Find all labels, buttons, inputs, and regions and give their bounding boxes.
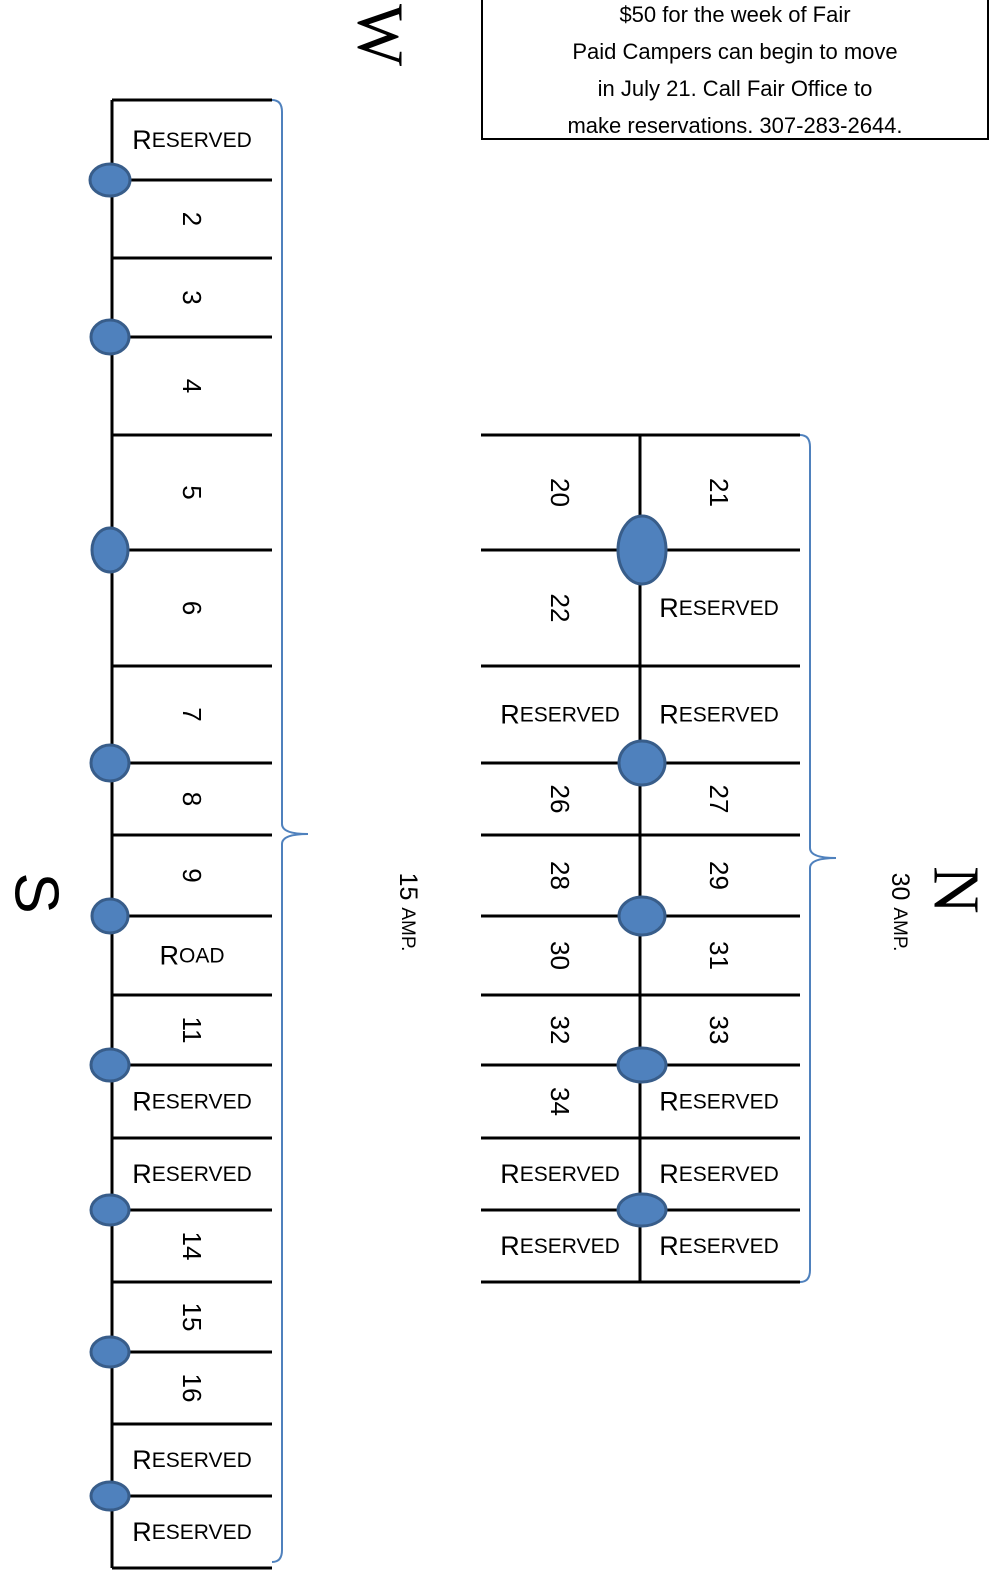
amp-15-label: 15 AMP. bbox=[394, 873, 422, 952]
site-label: 20 bbox=[545, 478, 575, 507]
reserved-label: RESERVED bbox=[132, 1087, 252, 1117]
power-pedestal bbox=[88, 162, 132, 198]
power-pedestal bbox=[89, 1335, 131, 1369]
site-label: 21 bbox=[704, 478, 734, 507]
power-pedestal bbox=[617, 739, 667, 787]
compass-south-label: S bbox=[2, 872, 71, 913]
left-section-brace bbox=[271, 99, 309, 1563]
site-label: 30 bbox=[545, 941, 575, 970]
power-pedestal bbox=[616, 1192, 668, 1228]
reserved-label: RESERVED bbox=[132, 125, 252, 155]
power-pedestal bbox=[616, 1046, 668, 1084]
site-label: 6 bbox=[177, 601, 207, 615]
site-label: 15 bbox=[177, 1303, 207, 1332]
notice-box: $50 for the week of Fair Paid Campers ca… bbox=[481, 0, 989, 140]
notice-line-1: $50 for the week of Fair bbox=[619, 2, 851, 27]
site-label: 34 bbox=[545, 1087, 575, 1116]
road-label: ROAD bbox=[159, 941, 224, 971]
amp-30-label: 30 AMP. bbox=[886, 873, 914, 952]
power-pedestal bbox=[616, 514, 668, 586]
reserved-label: RESERVED bbox=[659, 1231, 779, 1261]
reserved-label: RESERVED bbox=[659, 700, 779, 730]
site-label: 26 bbox=[545, 785, 575, 814]
site-label: 31 bbox=[704, 941, 734, 970]
site-label: 29 bbox=[704, 861, 734, 890]
site-label: 16 bbox=[177, 1374, 207, 1403]
site-label: 5 bbox=[177, 485, 207, 499]
site-label: 27 bbox=[704, 785, 734, 814]
reserved-label: RESERVED bbox=[132, 1445, 252, 1475]
site-label: 8 bbox=[177, 792, 207, 806]
reserved-label: RESERVED bbox=[132, 1517, 252, 1547]
reserved-label: RESERVED bbox=[500, 700, 620, 730]
reserved-label: RESERVED bbox=[500, 1231, 620, 1261]
site-label: 4 bbox=[177, 379, 207, 393]
power-pedestal bbox=[617, 895, 667, 937]
power-pedestal bbox=[90, 897, 130, 935]
power-pedestal bbox=[89, 1047, 131, 1083]
site-label: 9 bbox=[177, 868, 207, 882]
site-label: 22 bbox=[545, 594, 575, 623]
site-label: 28 bbox=[545, 861, 575, 890]
site-label: 32 bbox=[545, 1016, 575, 1045]
compass-north-label: N bbox=[920, 866, 993, 914]
site-label: 14 bbox=[177, 1232, 207, 1261]
site-label: 3 bbox=[177, 290, 207, 304]
reserved-label: RESERVED bbox=[659, 593, 779, 623]
power-pedestal bbox=[89, 743, 131, 783]
compass-west-label: W bbox=[344, 4, 417, 67]
reserved-label: RESERVED bbox=[500, 1159, 620, 1189]
power-pedestal bbox=[89, 318, 131, 356]
reserved-label: RESERVED bbox=[659, 1159, 779, 1189]
notice-line-2: Paid Campers can begin to move bbox=[572, 39, 898, 64]
power-pedestal bbox=[89, 1193, 131, 1227]
right-section-brace bbox=[799, 434, 837, 1283]
notice-line-3: in July 21. Call Fair Office to bbox=[597, 76, 873, 101]
power-pedestal bbox=[90, 526, 130, 574]
reserved-label: RESERVED bbox=[132, 1159, 252, 1189]
power-pedestal bbox=[89, 1480, 131, 1512]
site-label: 11 bbox=[177, 1017, 207, 1044]
site-label: 7 bbox=[177, 707, 207, 721]
notice-line-4: make reservations. 307-283-2644. bbox=[567, 113, 903, 138]
site-label: 33 bbox=[704, 1016, 734, 1045]
site-label: 2 bbox=[177, 212, 207, 226]
reserved-label: RESERVED bbox=[659, 1087, 779, 1117]
